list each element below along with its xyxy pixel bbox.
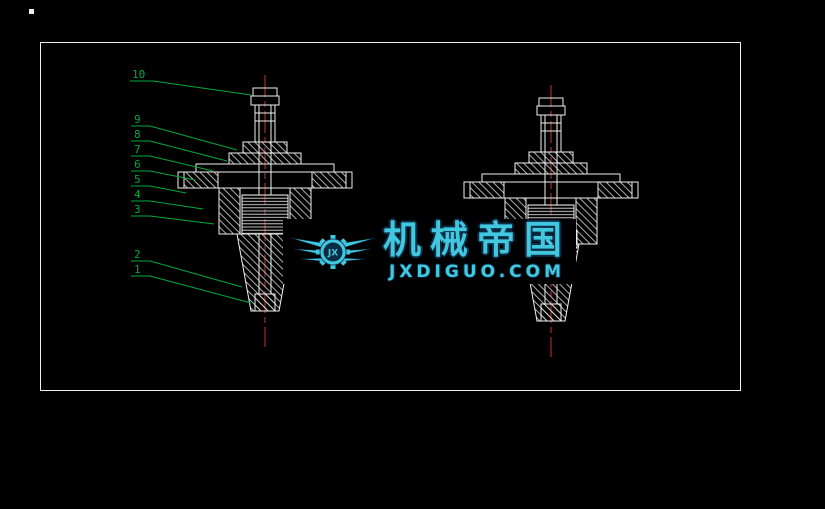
leader-line-6 bbox=[131, 170, 196, 181]
leader-line-5 bbox=[131, 185, 187, 194]
leader-line-7 bbox=[131, 155, 214, 172]
part-label-4: 4 bbox=[134, 188, 141, 201]
leader-line-8 bbox=[131, 140, 228, 162]
leader-line-4 bbox=[131, 200, 204, 210]
watermark-url: JXDIGUO.COM bbox=[389, 262, 566, 282]
gear-wings-icon: JX bbox=[290, 234, 376, 269]
part-labels: 10 9 8 7 6 5 4 3 2 1 bbox=[132, 68, 145, 276]
cursor-artifact bbox=[29, 9, 34, 14]
part-label-2: 2 bbox=[134, 248, 141, 261]
leader-line-10 bbox=[130, 80, 252, 96]
part-label-6: 6 bbox=[134, 158, 141, 171]
part-label-3: 3 bbox=[134, 203, 141, 216]
leader-line-3 bbox=[131, 215, 215, 225]
leader-lines bbox=[130, 80, 252, 304]
part-label-10: 10 bbox=[132, 68, 145, 81]
leader-line-1 bbox=[131, 275, 252, 304]
watermark-monogram: JX bbox=[327, 248, 338, 258]
part-label-8: 8 bbox=[134, 128, 141, 141]
part-label-9: 9 bbox=[134, 113, 141, 126]
watermark: JX 机械帝国 JXDIGUO.COM bbox=[283, 218, 577, 284]
part-label-5: 5 bbox=[134, 173, 141, 186]
drawing-frame bbox=[40, 42, 741, 391]
watermark-title: 机械帝国 bbox=[383, 218, 572, 262]
part-label-7: 7 bbox=[134, 143, 141, 156]
leader-line-9 bbox=[131, 125, 238, 151]
spindle-assembly-left bbox=[177, 74, 353, 348]
leader-line-2 bbox=[131, 260, 243, 288]
part-label-1: 1 bbox=[134, 263, 141, 276]
